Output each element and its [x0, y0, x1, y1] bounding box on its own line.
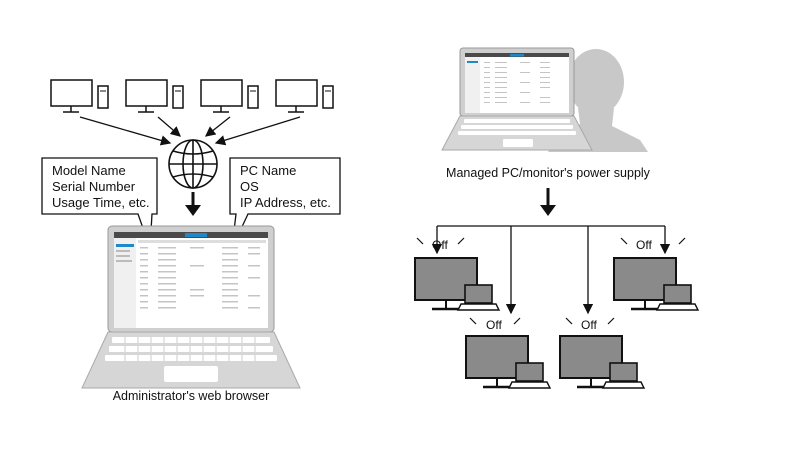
desktop-group-2: [125, 79, 184, 113]
device-set-3: [465, 335, 552, 389]
off-indicator-2: Off: [620, 237, 686, 252]
off-label-2: Off: [636, 238, 652, 252]
small-laptop-icon: [601, 362, 646, 389]
admin-web-app-screenshot: [114, 232, 268, 328]
small-laptop-icon: [507, 362, 552, 389]
bubble-left-line-2: Serial Number: [52, 179, 136, 194]
desktop-icon: [125, 79, 168, 113]
laptop-icon: [81, 225, 301, 389]
desktop-group-4: [275, 79, 334, 113]
off-indicator-3: Off: [469, 317, 521, 332]
device-set-1: [414, 257, 501, 311]
device-set-2: [613, 257, 700, 311]
desktop-icon: [50, 79, 93, 113]
bubble-right: PC Name OS IP Address, etc.: [229, 157, 341, 249]
distribution-lines: [431, 225, 671, 315]
bubble-right-line-1: PC Name: [240, 163, 296, 178]
laptop-icon: [441, 47, 593, 151]
globe-down-arrow: [185, 192, 201, 216]
arrows-to-globe: [79, 116, 301, 146]
desktop-group-3: [200, 79, 259, 113]
small-laptop-icon: [655, 284, 700, 311]
bubble-left: Model Name Serial Number Usage Time, etc…: [41, 157, 158, 249]
bubble-left-line-3: Usage Time, etc.: [52, 195, 150, 210]
off-label-3: Off: [486, 318, 502, 332]
admin-caption: Administrator's web browser: [113, 389, 270, 403]
off-indicator-4: Off: [565, 317, 615, 332]
managed-caption: Managed PC/monitor's power supply: [446, 166, 651, 180]
desktop-group-1: [50, 79, 109, 113]
touchpad: [164, 366, 218, 382]
off-label-4: Off: [581, 318, 597, 332]
managed-down-arrow: [540, 188, 556, 216]
desktop-icon: [200, 79, 243, 113]
small-laptop-icon: [456, 284, 501, 311]
tower-icon: [97, 85, 109, 109]
bubble-right-line-2: OS: [240, 179, 259, 194]
tower-icon: [247, 85, 259, 109]
keyboard-keys: [105, 337, 277, 361]
tower-icon: [322, 85, 334, 109]
globe-icon: [168, 139, 218, 189]
bubble-left-line-1: Model Name: [52, 163, 126, 178]
tower-icon: [172, 85, 184, 109]
device-set-4: [559, 335, 646, 389]
managed-web-app-screenshot: [465, 53, 569, 113]
bubble-right-line-3: IP Address, etc.: [240, 195, 331, 210]
off-indicator-1: Off: [416, 237, 465, 252]
off-label-1: Off: [432, 238, 448, 252]
desktop-icon: [275, 79, 318, 113]
